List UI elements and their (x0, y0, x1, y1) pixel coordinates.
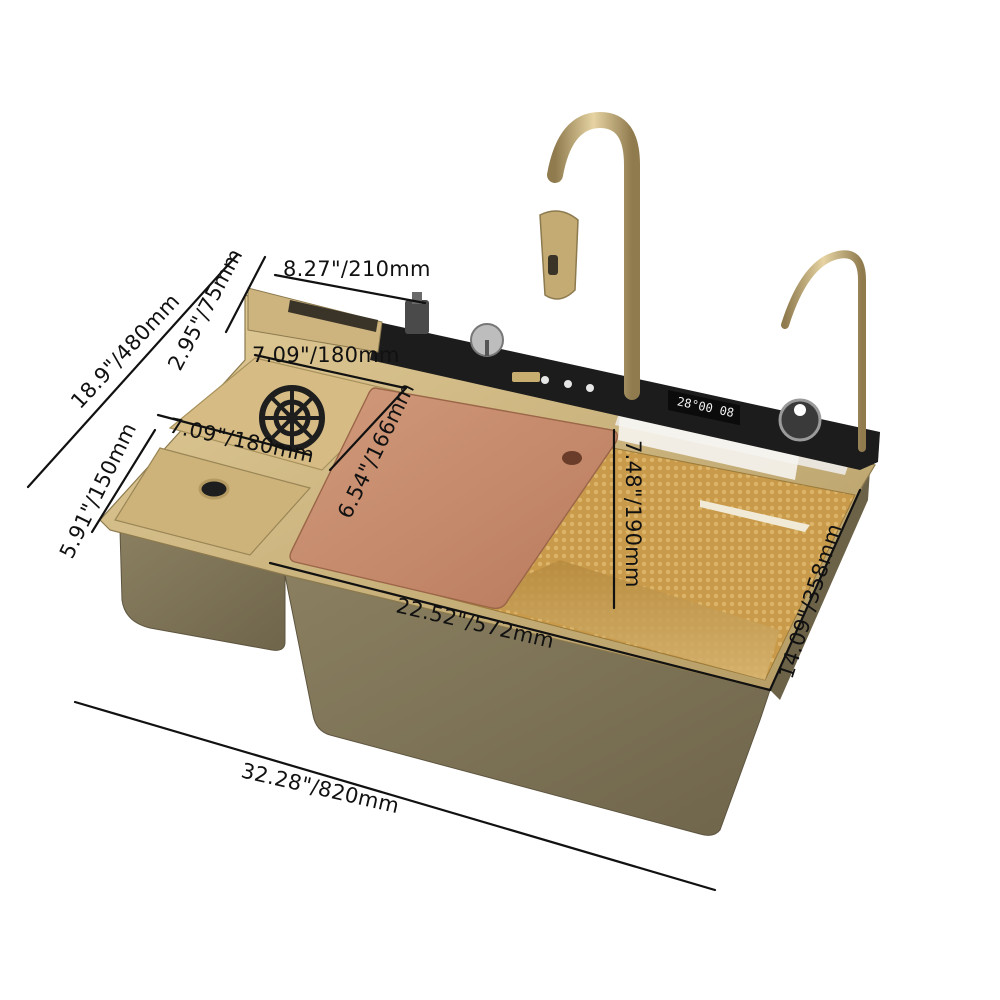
main-pull-down-faucet (539, 111, 640, 400)
soap-pump-icon (412, 292, 422, 304)
basin-side-right (770, 470, 870, 700)
main-basin-body (284, 574, 771, 836)
overall-length-label: 32.28"/820mm (239, 758, 402, 818)
dimension-lines (26, 253, 862, 892)
cutting-board (289, 387, 619, 610)
panel-button-1[interactable] (512, 372, 540, 382)
spray-head (539, 210, 579, 300)
rotary-knob-indicator-icon (794, 404, 806, 416)
cup-rinser-icon (259, 385, 325, 451)
temperature-display (668, 389, 740, 426)
sink-body: 28°00 08 (99, 287, 880, 836)
panel-button-2[interactable] (541, 376, 549, 384)
filtered-water-faucet (781, 250, 866, 452)
soap-dispenser (405, 300, 429, 334)
waterfall-ledge (700, 500, 810, 532)
waterfall-stream (618, 412, 800, 480)
control-panel (370, 322, 880, 470)
small-bowl-body (119, 529, 286, 651)
ledge-width-label: 8.27"/210mm (283, 257, 431, 281)
rotary-knob[interactable] (778, 398, 822, 442)
lid-knob-icon (198, 478, 230, 500)
rinser-width-label: 7.09"/180mm (252, 343, 400, 367)
main-basin-floor (470, 560, 780, 680)
spray-button-icon (548, 255, 558, 275)
board-hang-hole (562, 451, 582, 465)
accessory-ledge (247, 287, 383, 353)
overall-depth-label: 18.9"/480mm (66, 289, 184, 413)
knife-slot (288, 300, 378, 332)
cup-rinser-recess (168, 357, 402, 471)
panel-button-4[interactable] (586, 384, 594, 392)
small-bowl-lid (114, 447, 312, 556)
basin-depth-label: 7.48"/190mm (621, 440, 645, 588)
panel-button-3[interactable] (564, 380, 572, 388)
